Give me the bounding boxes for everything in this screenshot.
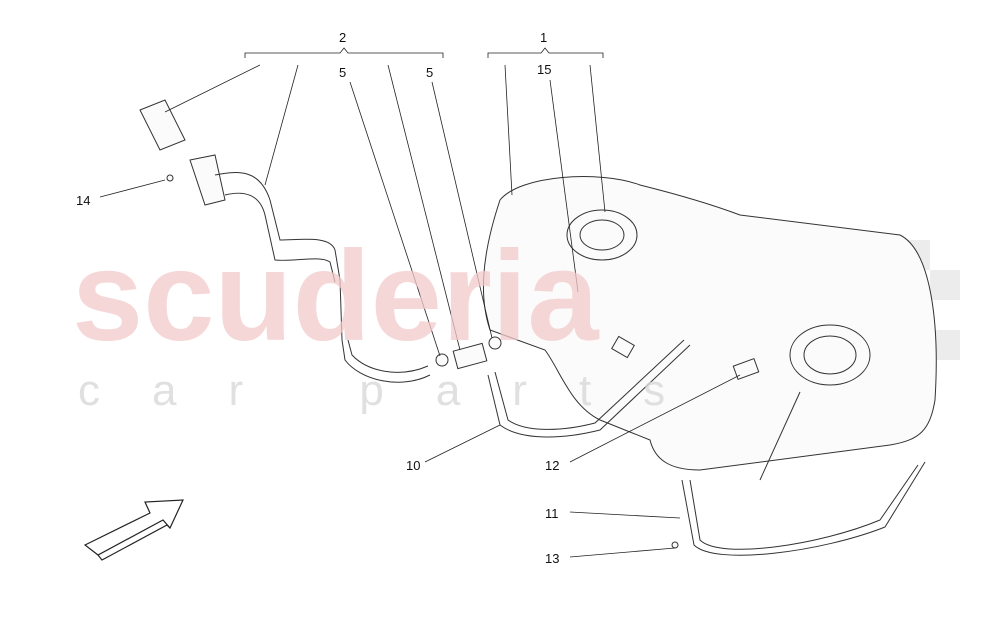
clip-a-part — [435, 353, 449, 367]
fuel-tank — [482, 176, 937, 471]
callout-1: 1 — [540, 30, 547, 45]
callout-12: 12 — [545, 458, 559, 473]
callout-14: 14 — [76, 193, 90, 208]
fuel-filler-assembly — [139, 99, 679, 549]
callout-13: 13 — [545, 551, 559, 566]
callout-5a: 5 — [339, 65, 346, 80]
bracket-group-1 — [487, 47, 604, 58]
filler-cap — [139, 99, 186, 151]
callout-11: 11 — [545, 506, 559, 521]
front-direction-arrow-icon — [83, 499, 184, 561]
bolt-part — [671, 541, 679, 549]
callout-2: 2 — [339, 30, 346, 45]
bracket-group-2 — [244, 47, 444, 58]
strap-left — [487, 344, 691, 438]
callout-5b: 5 — [426, 65, 433, 80]
pad-part — [732, 358, 760, 380]
leader-lines — [99, 64, 741, 558]
callout-10: 10 — [406, 458, 420, 473]
hose-part — [452, 342, 488, 370]
fuel-level-sensor-part — [611, 335, 635, 359]
callout-15: 15 — [537, 62, 551, 77]
screw-part — [166, 174, 174, 182]
clip-b-part — [488, 336, 502, 350]
